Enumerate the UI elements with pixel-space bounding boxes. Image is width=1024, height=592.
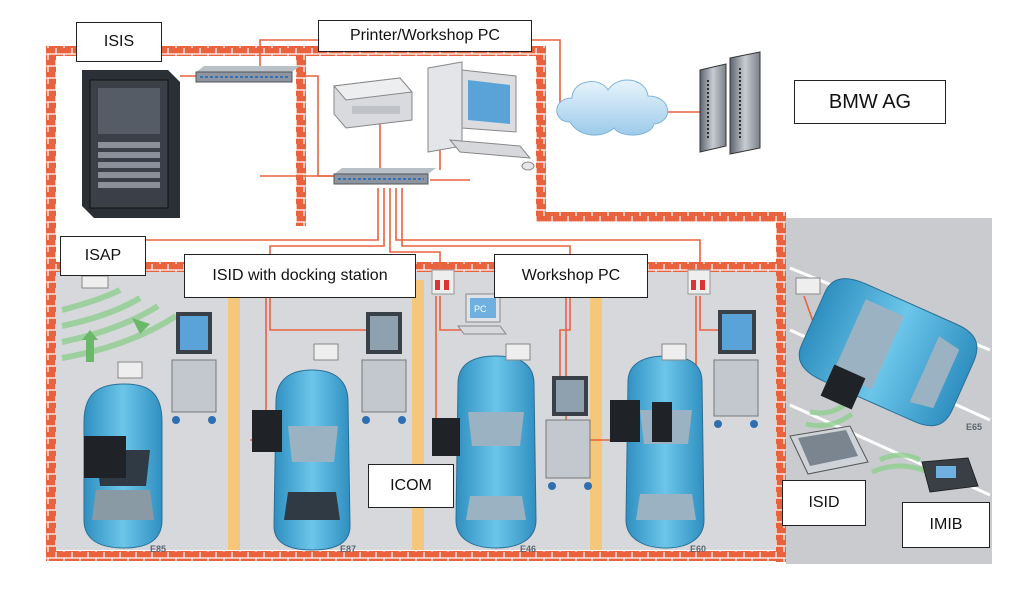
label-bmw-ag: BMW AG bbox=[794, 80, 946, 124]
wall bbox=[46, 46, 56, 561]
isid-tablet bbox=[789, 425, 869, 475]
label-icom: ICOM bbox=[368, 464, 454, 508]
car-model-label: E65 bbox=[966, 422, 982, 432]
car-model-label: E87 bbox=[340, 544, 356, 554]
car-e60: E60 bbox=[610, 343, 706, 554]
wireless-signal bbox=[61, 287, 178, 361]
imib-device bbox=[921, 457, 979, 493]
label-printer-workshop-pc: Printer/Workshop PC bbox=[318, 20, 532, 52]
car-e65: E65 bbox=[795, 277, 982, 432]
wall-opening bbox=[296, 226, 306, 262]
network-switch bbox=[333, 168, 436, 185]
label-isid-docking-station: ISID with docking station bbox=[184, 254, 416, 298]
lane-marker bbox=[228, 280, 240, 550]
diagnosis-trolley bbox=[361, 312, 407, 424]
car-model-label: E60 bbox=[690, 544, 706, 554]
wireless-signal bbox=[805, 401, 929, 475]
diagnosis-trolley bbox=[171, 312, 217, 424]
isis-server-rack bbox=[82, 70, 180, 218]
label-imib: IMIB bbox=[902, 502, 990, 548]
lane-marker bbox=[412, 280, 424, 550]
car-e87: E87 bbox=[252, 343, 356, 554]
workshop-pc-bay: PC bbox=[457, 293, 507, 335]
car-model-label: E85 bbox=[150, 544, 166, 554]
lane-marker bbox=[590, 280, 602, 550]
wall bbox=[46, 551, 786, 561]
diagnosis-trolley bbox=[713, 310, 759, 428]
car-e46: E46 bbox=[432, 343, 537, 554]
wall bbox=[536, 46, 546, 221]
label-isid: ISID bbox=[782, 480, 866, 526]
pc-screen-text: PC bbox=[474, 304, 487, 314]
wall bbox=[46, 262, 786, 272]
diagnosis-trolley bbox=[545, 376, 592, 490]
wall bbox=[296, 56, 306, 226]
wall bbox=[536, 212, 786, 222]
car-model-label: E46 bbox=[520, 544, 536, 554]
isap-access-point bbox=[81, 275, 109, 289]
label-isap: ISAP bbox=[60, 236, 146, 276]
wall-socket bbox=[687, 269, 711, 295]
printer bbox=[333, 77, 413, 129]
wall-socket bbox=[431, 269, 455, 295]
car-e85: E85 bbox=[83, 361, 166, 554]
workshop-pc-desktop bbox=[427, 61, 535, 171]
network-switch bbox=[195, 66, 300, 83]
label-workshop-pc: Workshop PC bbox=[494, 254, 648, 298]
wall bbox=[46, 46, 546, 56]
wireless-arrows bbox=[82, 318, 150, 362]
label-isis: ISIS bbox=[76, 22, 162, 62]
wall bbox=[776, 212, 786, 562]
internet-cloud bbox=[556, 79, 669, 136]
bmw-servers bbox=[699, 51, 761, 155]
